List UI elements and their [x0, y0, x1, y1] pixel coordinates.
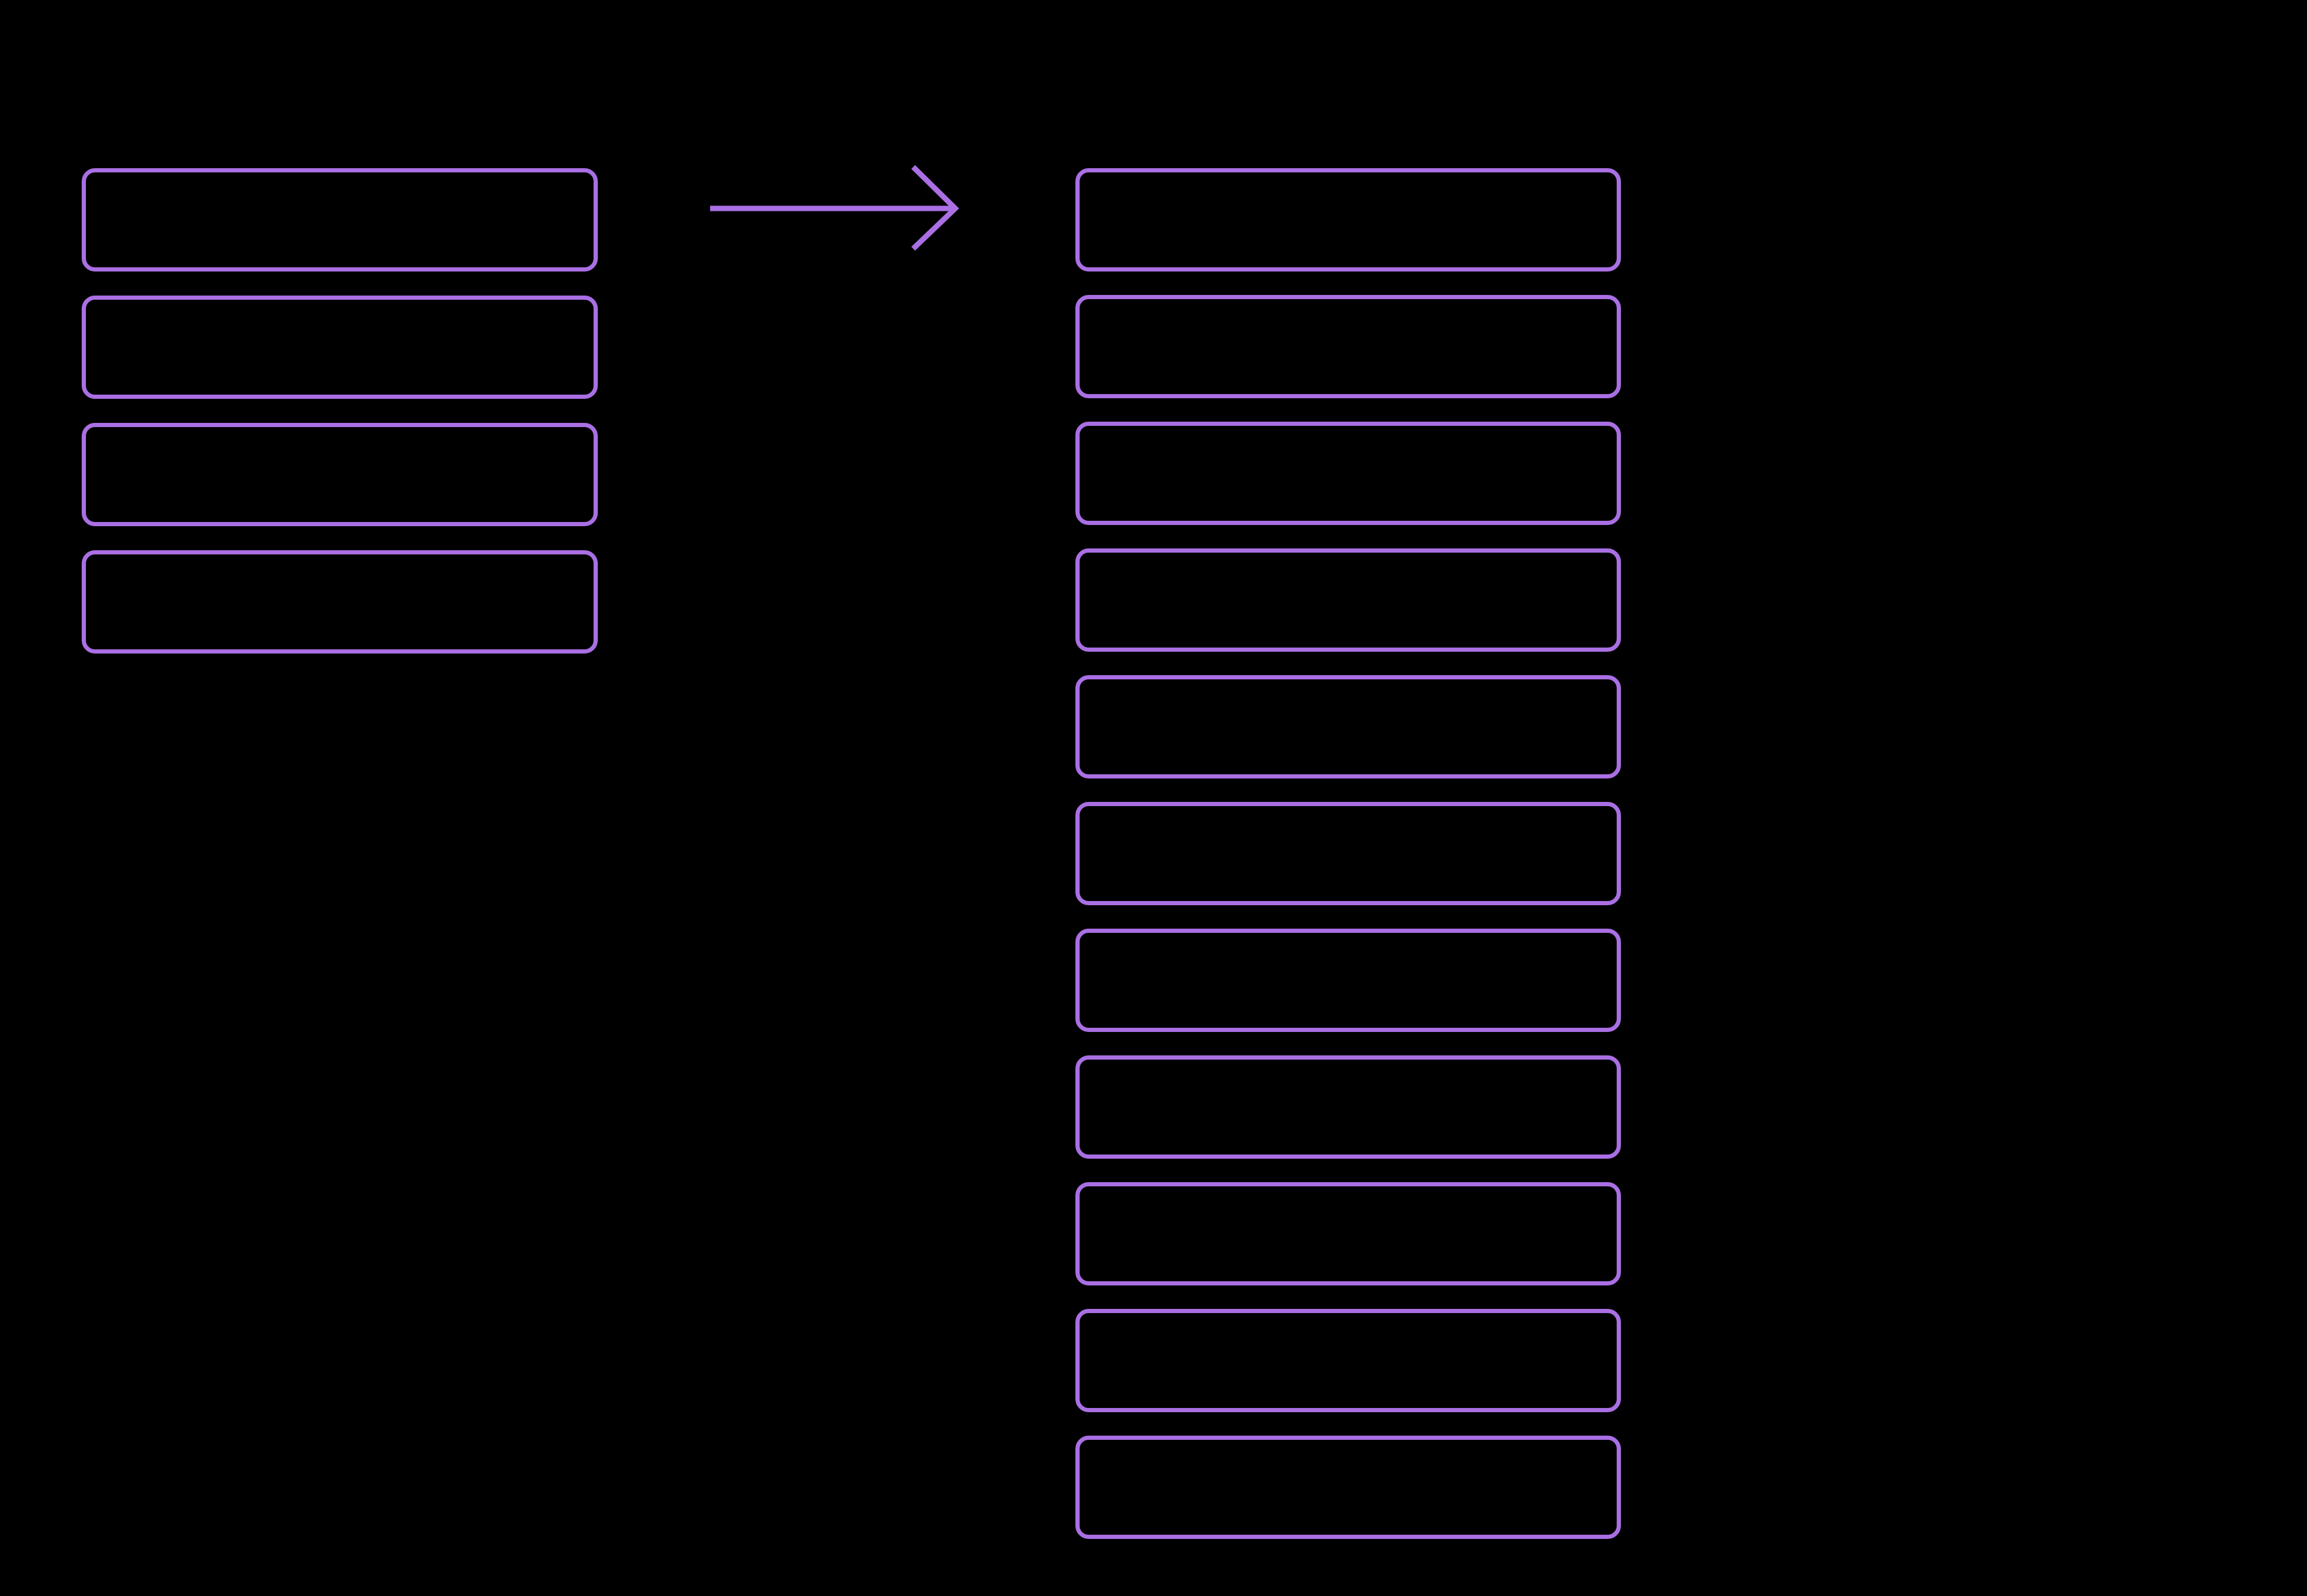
target-stack: [1075, 168, 1621, 1562]
target-box-10[interactable]: [1075, 1309, 1621, 1412]
arrow-head: [911, 165, 959, 251]
arrow-right-icon: [710, 165, 959, 251]
target-box-6[interactable]: [1075, 802, 1621, 905]
target-box-7[interactable]: [1075, 929, 1621, 1032]
target-box-11[interactable]: [1075, 1436, 1621, 1539]
target-box-5[interactable]: [1075, 675, 1621, 778]
target-box-8[interactable]: [1075, 1055, 1621, 1159]
target-box-9[interactable]: [1075, 1182, 1621, 1285]
target-box-2[interactable]: [1075, 295, 1621, 398]
source-box-2[interactable]: [82, 296, 598, 399]
source-box-4[interactable]: [82, 550, 598, 654]
target-box-1[interactable]: [1075, 168, 1621, 272]
source-box-1[interactable]: [82, 168, 598, 272]
source-box-3[interactable]: [82, 423, 598, 526]
source-stack: [82, 168, 598, 678]
target-box-4[interactable]: [1075, 548, 1621, 652]
target-box-3[interactable]: [1075, 422, 1621, 525]
